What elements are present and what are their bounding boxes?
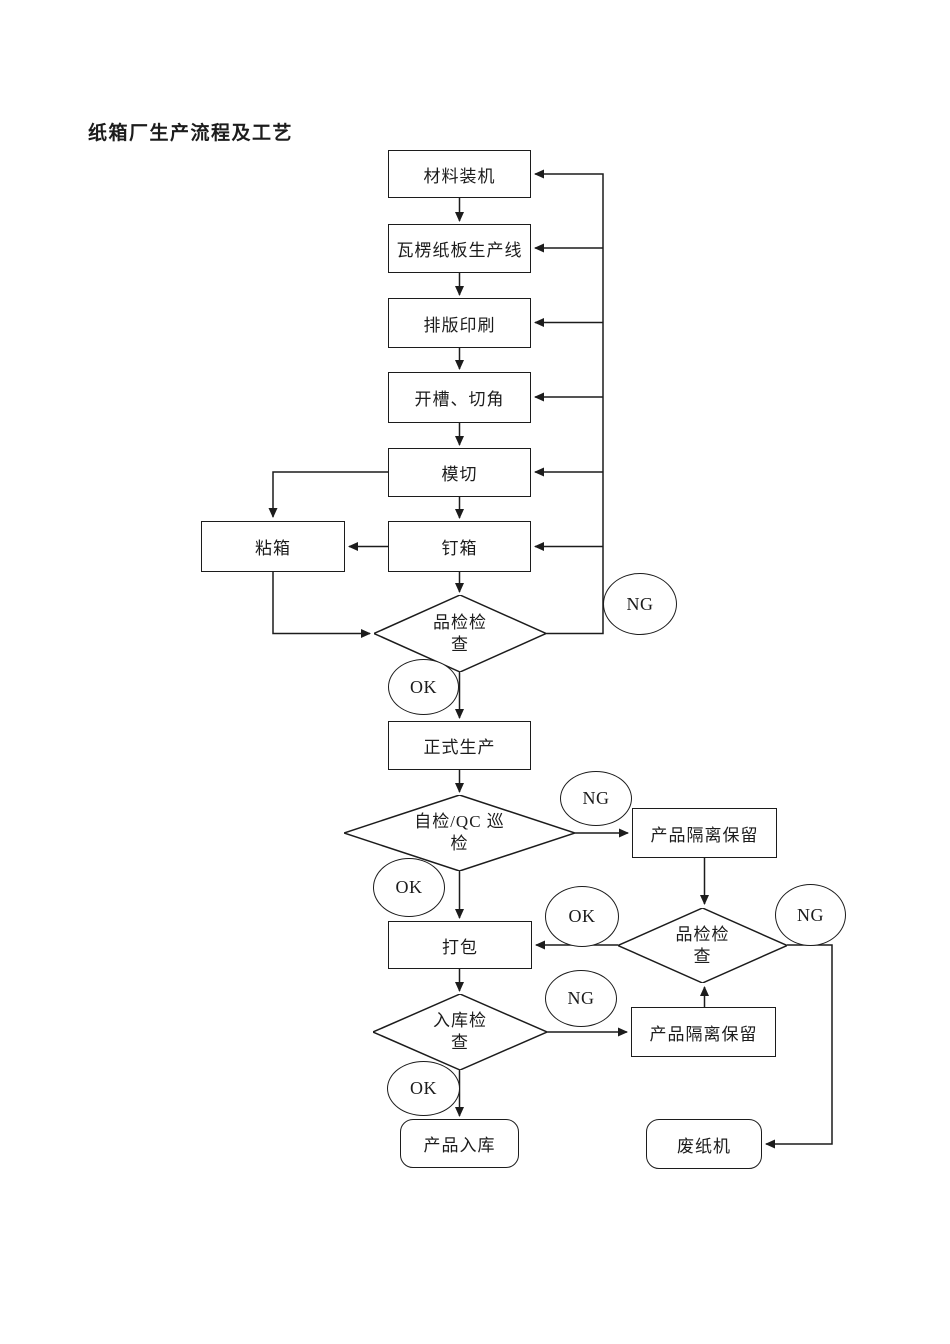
result-ng-feedback: NG [603,573,677,635]
node-box-gluing-label: 粘箱 [255,539,291,558]
result-ok-warehousecheck-label: OK [410,1078,437,1098]
node-box-stapling: 钉箱 [388,521,531,572]
edge-gluing-to-qc1 [272,572,371,638]
node-die-cutting-label: 模切 [441,465,478,484]
node-product-storage: 产品入库 [400,1119,519,1168]
result-ok-qc2-label: OK [568,906,596,926]
decision-quality-inspection-1: 品检检 查 [374,595,546,672]
decision-warehouse-inspection: 入库检 查 [373,994,547,1070]
result-ng-qc2-label: NG [797,904,824,925]
node-box-gluing: 粘箱 [201,521,345,572]
decision-quality-inspection-2-label: 品检检 查 [675,924,730,966]
node-material-loading: 材料装机 [388,150,531,198]
node-packing: 打包 [388,921,532,969]
page-title: 纸箱厂生产流程及工艺 [88,123,294,144]
edge-diecut-to-gluing [268,471,388,518]
node-waste-paper-machine-label: 废纸机 [677,1136,731,1156]
node-product-isolation-2-label: 产品隔离保留 [649,1024,758,1044]
node-corrugated-board-line-label: 瓦楞纸板生产线 [396,241,523,260]
node-product-storage-label: 产品入库 [423,1136,496,1155]
node-product-isolation-1: 产品隔离保留 [632,808,777,858]
decision-warehouse-inspection-label: 入库检 查 [433,1011,487,1052]
result-ok-qc1-label: OK [410,676,437,697]
edge-qc1-ng-trunk [534,169,604,635]
result-ng-feedback-label: NG [626,593,654,614]
node-layout-printing: 排版印刷 [388,298,531,348]
node-material-loading-label: 材料装机 [423,166,496,186]
node-formal-production-label: 正式生产 [423,738,496,757]
decision-quality-inspection-2: 品检检 查 [618,908,787,983]
decision-quality-inspection-1-label: 品检检 查 [433,612,487,654]
result-ng-selfqc-label: NG [582,788,610,808]
node-formal-production: 正式生产 [388,721,531,770]
result-ok-selfqc: OK [373,858,445,917]
node-slotting-corner-cutting-label: 开槽、切角 [414,390,505,409]
decision-self-qc-inspection-label: 自检/QC 巡 检 [414,812,505,853]
result-ng-selfqc: NG [560,771,632,826]
result-ng-warehousecheck: NG [545,970,617,1027]
result-ok-qc2: OK [545,886,619,947]
node-corrugated-board-line: 瓦楞纸板生产线 [388,224,531,273]
node-packing-label: 打包 [442,937,478,957]
node-product-isolation-2: 产品隔离保留 [631,1007,776,1057]
result-ok-warehousecheck: OK [387,1061,460,1116]
node-die-cutting: 模切 [388,448,531,497]
node-product-isolation-1-label: 产品隔离保留 [650,825,759,845]
node-box-stapling-label: 钉箱 [441,539,478,558]
decision-self-qc-inspection: 自检/QC 巡 检 [344,795,575,871]
result-ng-warehousecheck-label: NG [567,988,595,1008]
node-waste-paper-machine: 废纸机 [646,1119,762,1169]
result-ng-qc2: NG [775,884,846,946]
node-layout-printing-label: 排版印刷 [423,315,496,335]
result-ok-selfqc-label: OK [395,877,423,897]
diamond-shape [618,908,787,983]
diamond-shape [344,795,575,871]
node-slotting-corner-cutting: 开槽、切角 [388,372,531,423]
result-ok-qc1: OK [388,659,459,715]
diamond-shape [374,595,546,672]
diamond-shape [373,994,547,1070]
